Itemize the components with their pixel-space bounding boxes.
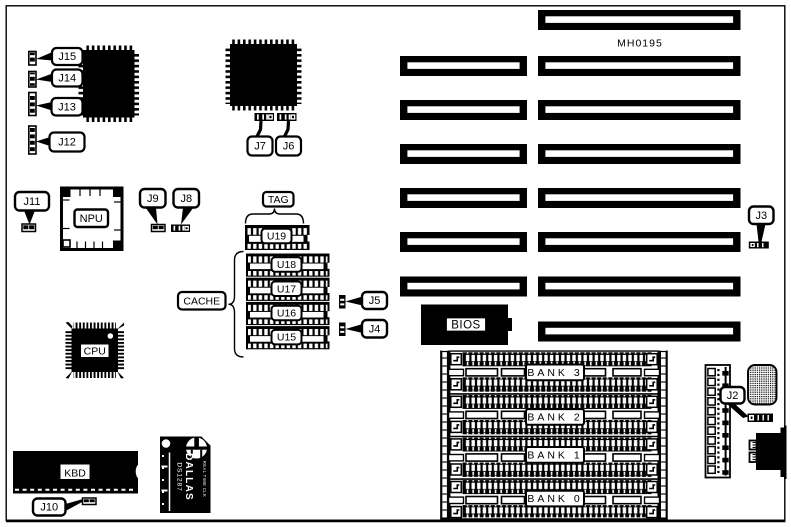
svg-text:J9: J9 (147, 193, 159, 205)
svg-text:J7: J7 (254, 141, 266, 153)
svg-text:J6: J6 (283, 141, 295, 153)
svg-text:J4: J4 (369, 323, 381, 335)
svg-text:DS1287: DS1287 (176, 462, 183, 491)
svg-text:J12: J12 (58, 137, 76, 149)
svg-text:J8: J8 (180, 193, 192, 205)
svg-text:BANK 1: BANK 1 (527, 449, 582, 461)
svg-text:J11: J11 (24, 196, 41, 208)
svg-text:BANK 0: BANK 0 (527, 493, 582, 505)
svg-text:U16: U16 (277, 308, 296, 320)
svg-text:MH0195: MH0195 (617, 38, 663, 50)
svg-text:BANK 2: BANK 2 (527, 412, 582, 424)
svg-text:BIOS: BIOS (451, 319, 480, 331)
svg-text:U15: U15 (277, 332, 296, 344)
svg-text:REAL TIME CLK: REAL TIME CLK (202, 461, 207, 497)
svg-text:DALLAS: DALLAS (183, 453, 194, 501)
svg-text:NPU: NPU (80, 213, 103, 225)
svg-text:CPU: CPU (84, 345, 106, 357)
svg-text:J13: J13 (58, 101, 76, 113)
svg-text:TAG: TAG (268, 194, 289, 206)
svg-text:U19: U19 (267, 231, 286, 243)
svg-text:CACHE: CACHE (183, 295, 220, 307)
svg-text:J3: J3 (755, 210, 767, 222)
svg-text:J10: J10 (40, 502, 58, 514)
svg-text:J2: J2 (727, 390, 739, 402)
svg-text:U17: U17 (277, 283, 296, 295)
svg-text:J15: J15 (58, 51, 76, 63)
svg-text:U18: U18 (277, 259, 296, 271)
svg-text:KBD: KBD (64, 467, 86, 479)
svg-text:J5: J5 (369, 295, 381, 307)
svg-text:J14: J14 (58, 73, 76, 85)
svg-text:BANK 3: BANK 3 (527, 367, 582, 379)
